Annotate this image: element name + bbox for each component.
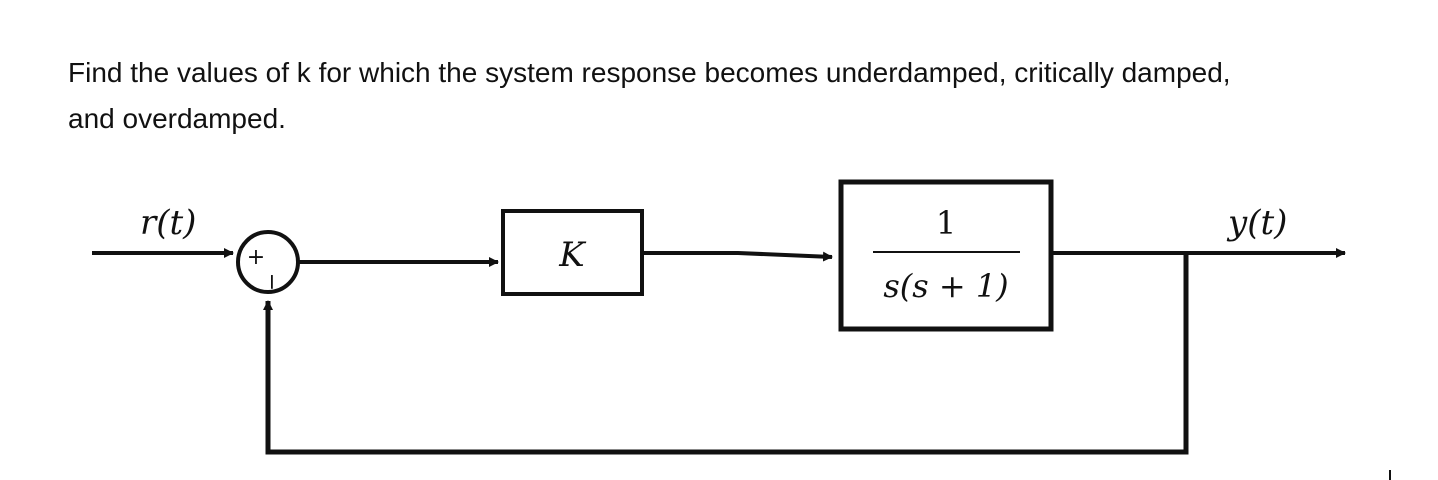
input-signal-label: r(t) bbox=[140, 203, 196, 243]
question-text: Find the values of k for which the syste… bbox=[68, 50, 1388, 142]
gain-block-label: K bbox=[558, 235, 587, 275]
plant-block bbox=[838, 179, 1054, 332]
plant-numerator: 1 bbox=[936, 204, 956, 242]
gain-block bbox=[501, 209, 644, 296]
output-signal-label: y(t) bbox=[1226, 203, 1287, 243]
plant-denominator: s(s + 1) bbox=[883, 267, 1008, 305]
question-line-2: and overdamped. bbox=[68, 103, 286, 134]
feedback-path bbox=[263, 253, 1189, 455]
control-signal-arrow bbox=[642, 251, 833, 262]
summing-junction-minus: − bbox=[259, 273, 284, 291]
summing-junction-plus: + bbox=[247, 245, 265, 270]
question-line-1: Find the values of k for which the syste… bbox=[68, 57, 1231, 88]
